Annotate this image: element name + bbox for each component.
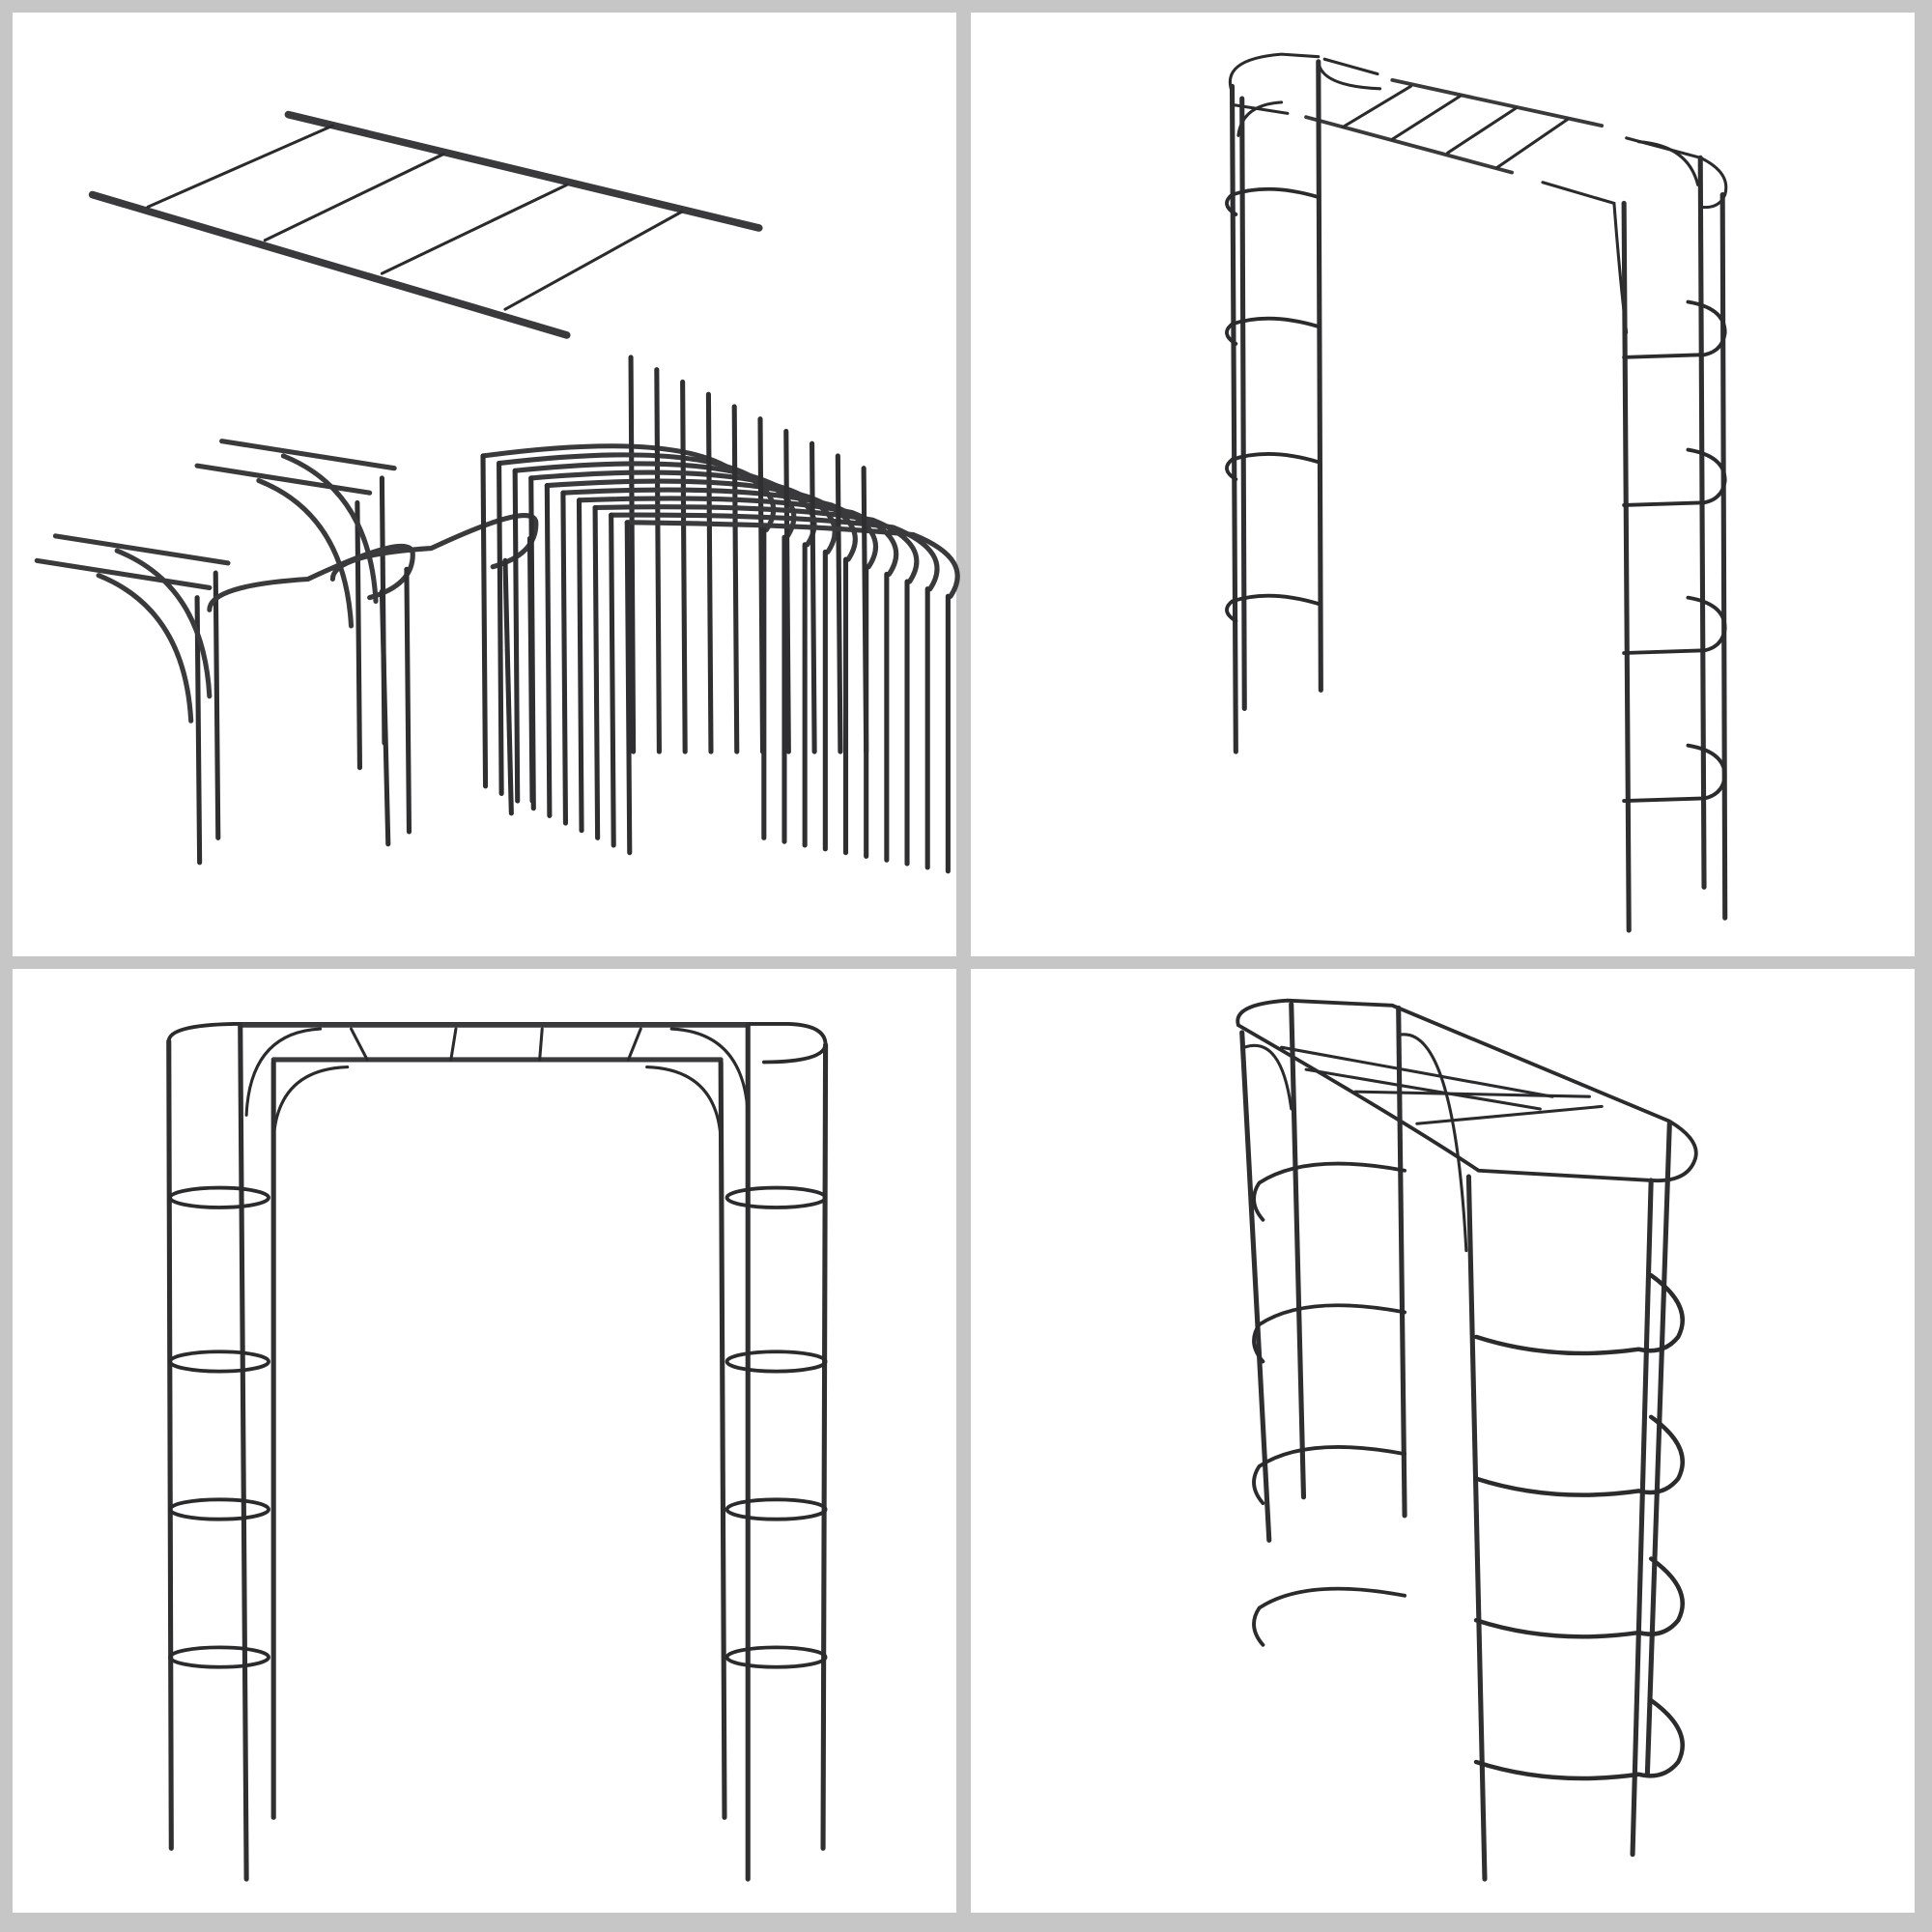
side-post [680,379,688,754]
angled-rings [1252,1161,1685,1781]
ring-right [1473,1556,1685,1639]
ring [1225,186,1321,216]
exploded-arch [1228,52,1728,933]
side-ring [576,496,899,577]
side-post [576,497,584,834]
side-ring [528,469,838,554]
side-post [480,453,489,789]
ring-left [1252,1161,1406,1222]
ring [1622,595,1727,655]
side-post [628,355,637,754]
ring-right [724,1497,828,1521]
side-post [731,404,740,754]
ring-left [168,1645,270,1669]
front-arch [166,1022,829,1882]
corner-post [213,570,221,840]
side-post [861,466,869,754]
ladder-top-piece [88,110,763,339]
ring-right [1473,1697,1685,1781]
side-post [783,428,791,754]
corner-piece [34,557,213,724]
side-rings [1225,186,1727,803]
ring-right [724,1645,828,1669]
ring-post [502,557,514,816]
side-post [497,461,504,796]
ring-left [1252,1303,1406,1364]
side-post [835,453,843,754]
ring-post [379,588,391,847]
side-ring [624,520,960,599]
corner-piece [219,439,397,604]
side-post [592,504,601,840]
side-post [654,367,662,754]
panel-exploded [971,13,1915,956]
ring [1225,316,1321,346]
side-ring [592,504,920,584]
ring-post [404,566,412,835]
ring [1622,447,1727,507]
corner-post [355,499,362,771]
ring [1622,299,1727,359]
side-post [528,475,536,811]
ring-left [168,1350,270,1374]
side-post [560,490,569,826]
side-post [512,468,521,804]
ring-right [1473,1272,1685,1356]
ring-left [168,1185,270,1209]
ring [1225,452,1321,482]
ring [1225,593,1321,623]
panel-angled-view [971,969,1915,1913]
side-post [544,483,553,818]
ring-right [724,1350,828,1374]
ring-left [1252,1586,1406,1647]
corner-post [194,595,203,866]
corner-piece [52,533,231,699]
ring-right [724,1185,828,1209]
corner-arch-pieces [34,439,539,866]
ring-left [1252,1445,1406,1506]
side-post [705,391,714,754]
ring-left [168,1497,270,1521]
side-post [609,512,616,848]
side-post [757,416,766,754]
ring [1622,743,1727,803]
side-ring-pieces [480,355,960,874]
angled-arch [1236,998,1698,1882]
side-post [810,440,817,754]
corner-piece [194,463,373,629]
ring-right [1473,1414,1685,1497]
front-rings [168,1185,828,1669]
side-post [624,520,633,856]
